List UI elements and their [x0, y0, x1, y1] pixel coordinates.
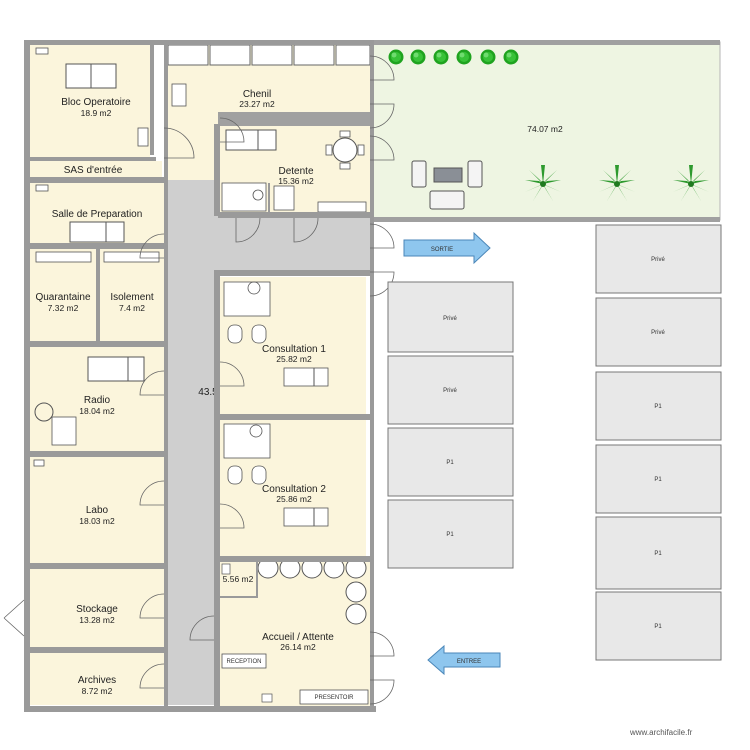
room-quarantaine: Quarantaine 7.32 m2 [30, 249, 96, 341]
entree-label: ENTREE [457, 659, 481, 665]
parking-left [387, 281, 514, 569]
room-area: 7.4 m2 [119, 303, 145, 313]
room-area: 5.56 m2 [223, 574, 254, 584]
room-area: 8.72 m2 [82, 686, 113, 696]
room-name: Labo [86, 505, 109, 516]
room-salle-preparation: Salle de Preparation [30, 183, 164, 243]
room-detente: Detente 15.36 m2 [218, 112, 370, 214]
room-bloc-operatoire: Bloc Operatoire 18.9 m2 [30, 45, 150, 157]
parking-right-label: P1 [654, 551, 662, 557]
parking-left-label: Privé [443, 316, 457, 322]
room-archives: Archives 8.72 m2 [30, 653, 164, 705]
parking-left-label: Privé [443, 388, 457, 394]
room-name: SAS d'entrée [64, 165, 123, 176]
room-name: Detente [278, 166, 313, 177]
arrow-sortie: SORTIE [403, 231, 491, 265]
parking-right-label: Privé [651, 330, 665, 336]
corridor-area-label: 43.5 [198, 387, 218, 398]
room-name: Stockage [76, 604, 118, 615]
garden-furniture [411, 160, 483, 210]
room-area: 13.28 m2 [79, 615, 115, 625]
room-name: Bloc Operatoire [61, 97, 131, 108]
room-area: 26.14 m2 [280, 642, 316, 652]
garden: 74.07 m2 [371, 40, 721, 222]
credit-text: www.archifacile.fr [629, 728, 693, 737]
walls [24, 40, 376, 712]
parking-right-label: P1 [654, 404, 662, 410]
parking-left-label: P1 [446, 532, 454, 538]
room-name: Archives [78, 675, 116, 686]
corridor: 43.5 [166, 180, 372, 705]
room-area: 15.36 m2 [278, 176, 314, 186]
presentoir-label: PRESENTOIR [315, 695, 355, 701]
room-labo: Labo 18.03 m2 [30, 457, 164, 563]
room-name: Chenil [243, 89, 271, 100]
parking-labels: Privé Privé P1 P1 Privé Privé P1 P1 P1 P… [443, 257, 665, 630]
room-area: 25.86 m2 [276, 494, 312, 504]
room-name: Accueil / Attente [262, 632, 334, 643]
room-radio: Radio 18.04 m2 [30, 347, 164, 451]
room-name: Consultation 1 [262, 344, 326, 355]
room-name: Consultation 2 [262, 484, 326, 495]
doors [3, 55, 395, 705]
room-name: Salle de Preparation [52, 209, 143, 220]
room-consultation-2: Consultation 2 25.86 m2 [220, 420, 366, 556]
room-area: 18.04 m2 [79, 406, 115, 416]
room-area: 18.9 m2 [81, 108, 112, 118]
parking-right [595, 224, 722, 661]
parking-right-label: P1 [654, 477, 662, 483]
garden-area-label: 74.07 m2 [527, 124, 563, 134]
arrow-entree: ENTREE [427, 644, 501, 676]
room-area: 25.82 m2 [276, 354, 312, 364]
room-wc: 5.56 m2 [220, 562, 256, 596]
room-name: Quarantaine [35, 292, 90, 303]
room-stockage: Stockage 13.28 m2 [30, 569, 164, 647]
sortie-label: SORTIE [431, 247, 453, 253]
room-name: Radio [84, 395, 111, 406]
parking-right-label: P1 [654, 624, 662, 630]
room-isolement: Isolement 7.4 m2 [100, 249, 164, 341]
room-consultation-1: Consultation 1 25.82 m2 [220, 277, 366, 414]
room-name: Isolement [110, 292, 154, 303]
room-area: 7.32 m2 [48, 303, 79, 313]
room-area: 18.03 m2 [79, 516, 115, 526]
room-sas-entree: SAS d'entrée [30, 161, 162, 177]
parking-right-label: Privé [651, 257, 665, 263]
room-area: 23.27 m2 [239, 99, 275, 109]
parking-left-label: P1 [446, 460, 454, 466]
reception-desk-label: RECEPTION [226, 659, 261, 665]
